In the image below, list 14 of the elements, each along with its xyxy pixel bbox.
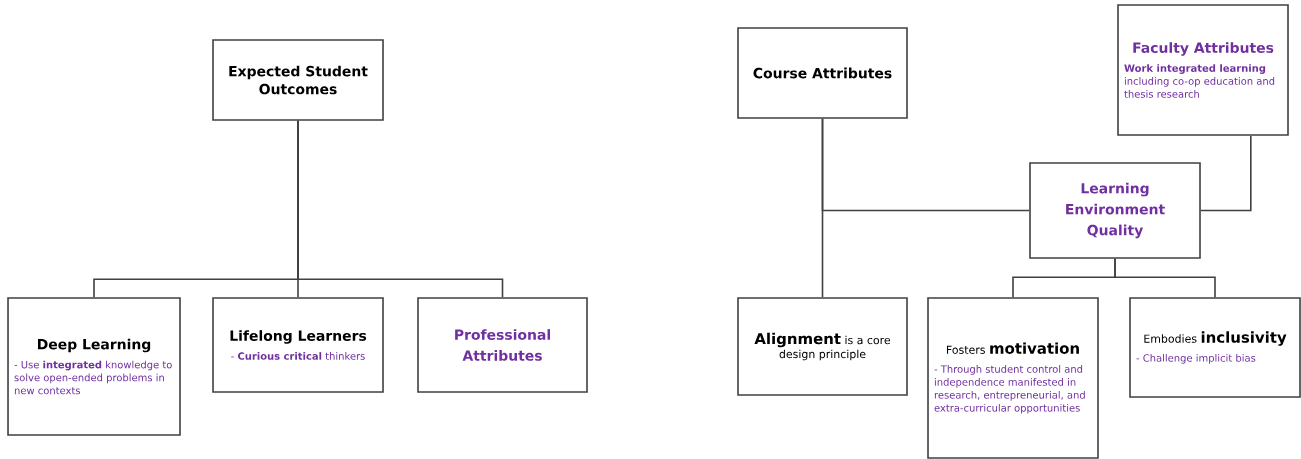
connector-line (1200, 135, 1252, 212)
connector-line (1114, 258, 1216, 298)
text-box: Deep Learning - Use integrated knowledge to solve open-ended problems in new contexts (7, 297, 181, 436)
text-box: Lifelong Learners - Curious critical thinkers (212, 297, 384, 393)
text-box: Professional Attributes (417, 297, 588, 393)
text-box: Alignment is a core design principle (737, 297, 908, 396)
text-box: Fosters motivation - Through student control and independence manifested in research, entrepreneurial, and extra-curricular opportunities (927, 297, 1099, 459)
text-box: Learning Environment Quality (1029, 162, 1201, 259)
connector-line (297, 120, 504, 298)
text-box: Embodies inclusivity - Challenge implicit bias (1129, 297, 1301, 398)
text-box: Faculty Attributes Work integrated learning including co-op education and thesis research (1117, 4, 1289, 136)
text-box: Expected Student Outcomes (212, 39, 384, 121)
connector-line (821, 118, 1030, 212)
text-box: Course Attributes (737, 27, 908, 119)
